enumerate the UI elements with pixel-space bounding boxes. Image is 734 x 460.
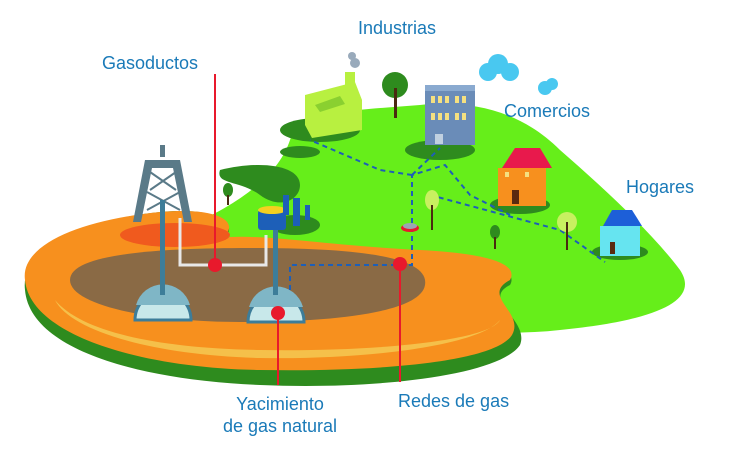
pipeline bbox=[178, 218, 268, 267]
label-comercios: Comercios bbox=[504, 101, 591, 121]
label-yacimiento-line2: de gas natural bbox=[222, 416, 338, 436]
office-building-icon bbox=[425, 85, 475, 145]
gas-network bbox=[289, 139, 606, 290]
label-yacimiento-line1: Yacimiento bbox=[236, 394, 324, 414]
label-redes: Redes de gas bbox=[398, 391, 510, 411]
callout-dots bbox=[208, 257, 407, 320]
callout-lines bbox=[214, 74, 401, 385]
label-yacimiento: Yacimiento de gas natural bbox=[205, 393, 355, 437]
oil-derrick bbox=[133, 145, 192, 295]
house-blue-icon bbox=[600, 210, 642, 256]
cloud-icon bbox=[479, 54, 558, 95]
label-hogares: Hogares bbox=[626, 177, 695, 197]
small-tree-icon bbox=[223, 183, 577, 250]
tree-icon bbox=[382, 72, 408, 118]
label-gasoductos: Gasoductos bbox=[102, 53, 199, 73]
house-orange-icon bbox=[498, 148, 552, 206]
label-industrias: Industrias bbox=[358, 18, 437, 38]
storage-tanks bbox=[258, 195, 310, 295]
factory-icon bbox=[305, 52, 362, 138]
